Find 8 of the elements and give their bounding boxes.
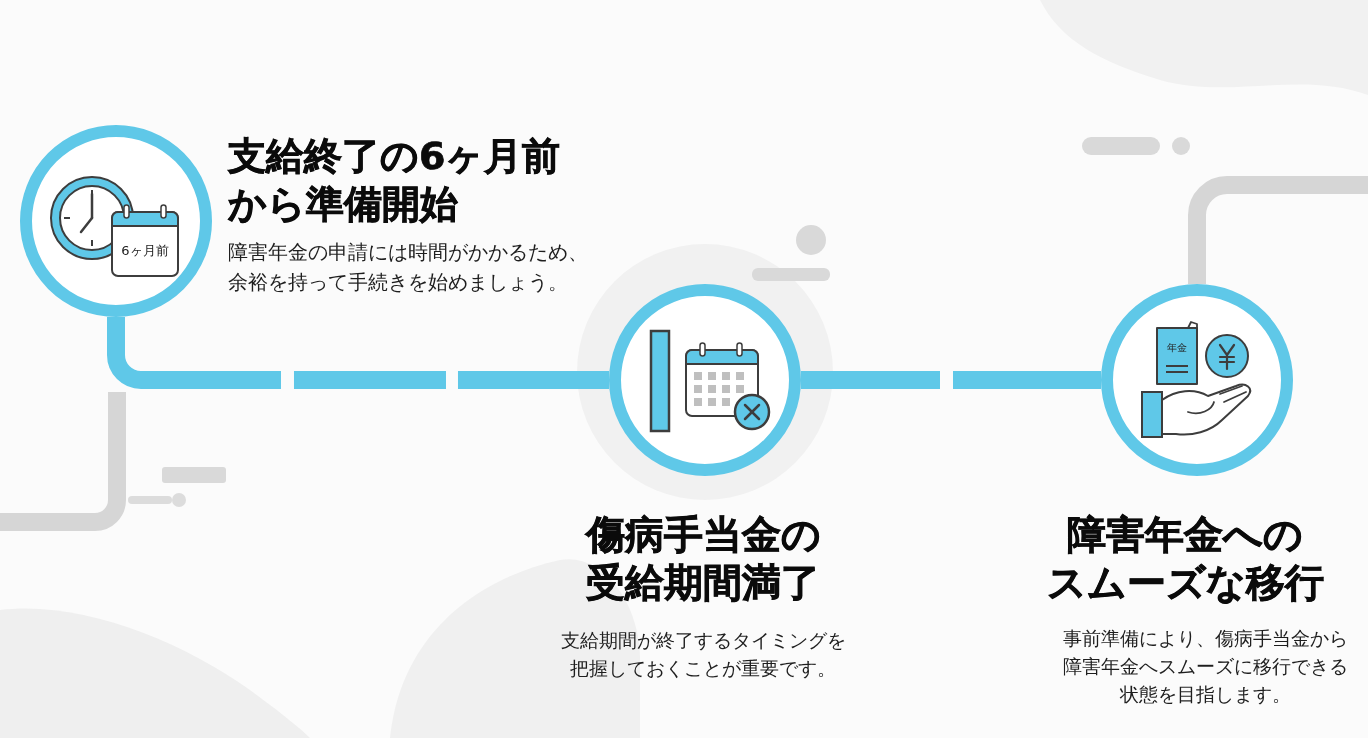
step-heading: 障害年金へのスムーズな移行 [1045, 511, 1325, 607]
step-description: 障害年金の申請には時間がかかるため、余裕を持って手続きを始めましょう。 [228, 239, 589, 296]
calendar-label: 6ヶ月前 [121, 243, 169, 259]
book-label: 年金 [1167, 341, 1187, 353]
step-description: 事前準備により、傷病手当金から障害年金へスムーズに移行できる状態を目指します。 [1061, 626, 1349, 707]
step-description: 支給期間が終了するタイミングを把握しておくことが重要です。 [559, 628, 847, 681]
step-heading: 傷病手当金の受給期間満了 [584, 511, 822, 607]
step-heading: 支給終了の6ヶ月前から準備開始 [228, 133, 562, 228]
